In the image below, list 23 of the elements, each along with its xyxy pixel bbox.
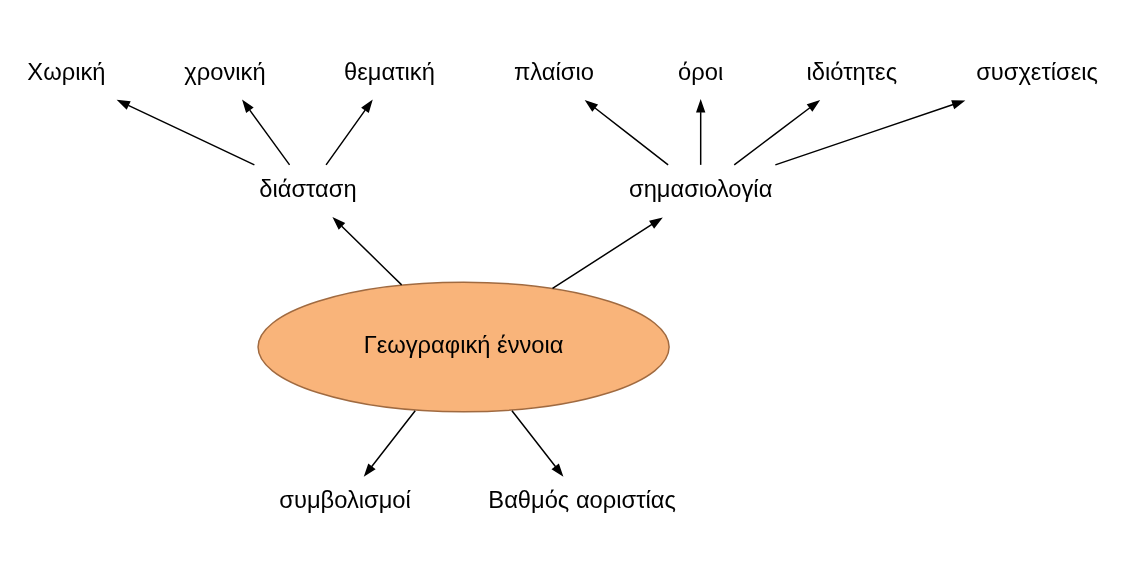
node-text: διάσταση <box>259 175 357 202</box>
arrow <box>733 99 821 166</box>
node-text: χρονική <box>184 58 266 85</box>
arrow <box>774 99 966 166</box>
node-text: Βαθμός αοριστίας <box>488 486 676 513</box>
node-text: ιδιότητες <box>806 58 898 85</box>
arrow <box>332 216 403 286</box>
node-text: σημασιολογία <box>629 175 773 202</box>
node-text: όροι <box>678 58 724 85</box>
arrow <box>696 98 706 166</box>
node-ellipse: Γεωγραφική έννοια <box>257 281 670 412</box>
arrow <box>116 99 256 166</box>
node-text: πλαίσιο <box>514 58 594 85</box>
arrow <box>551 217 663 289</box>
arrow <box>584 99 669 166</box>
arrow <box>242 99 291 166</box>
arrow <box>363 409 416 477</box>
node-text: συσχετίσεις <box>976 58 1098 85</box>
node-text: Χωρική <box>27 58 106 85</box>
node-text: θεματική <box>344 58 435 85</box>
arrow <box>511 409 564 477</box>
arrow <box>325 99 373 166</box>
node-text: συμβολισμοί <box>279 486 411 513</box>
